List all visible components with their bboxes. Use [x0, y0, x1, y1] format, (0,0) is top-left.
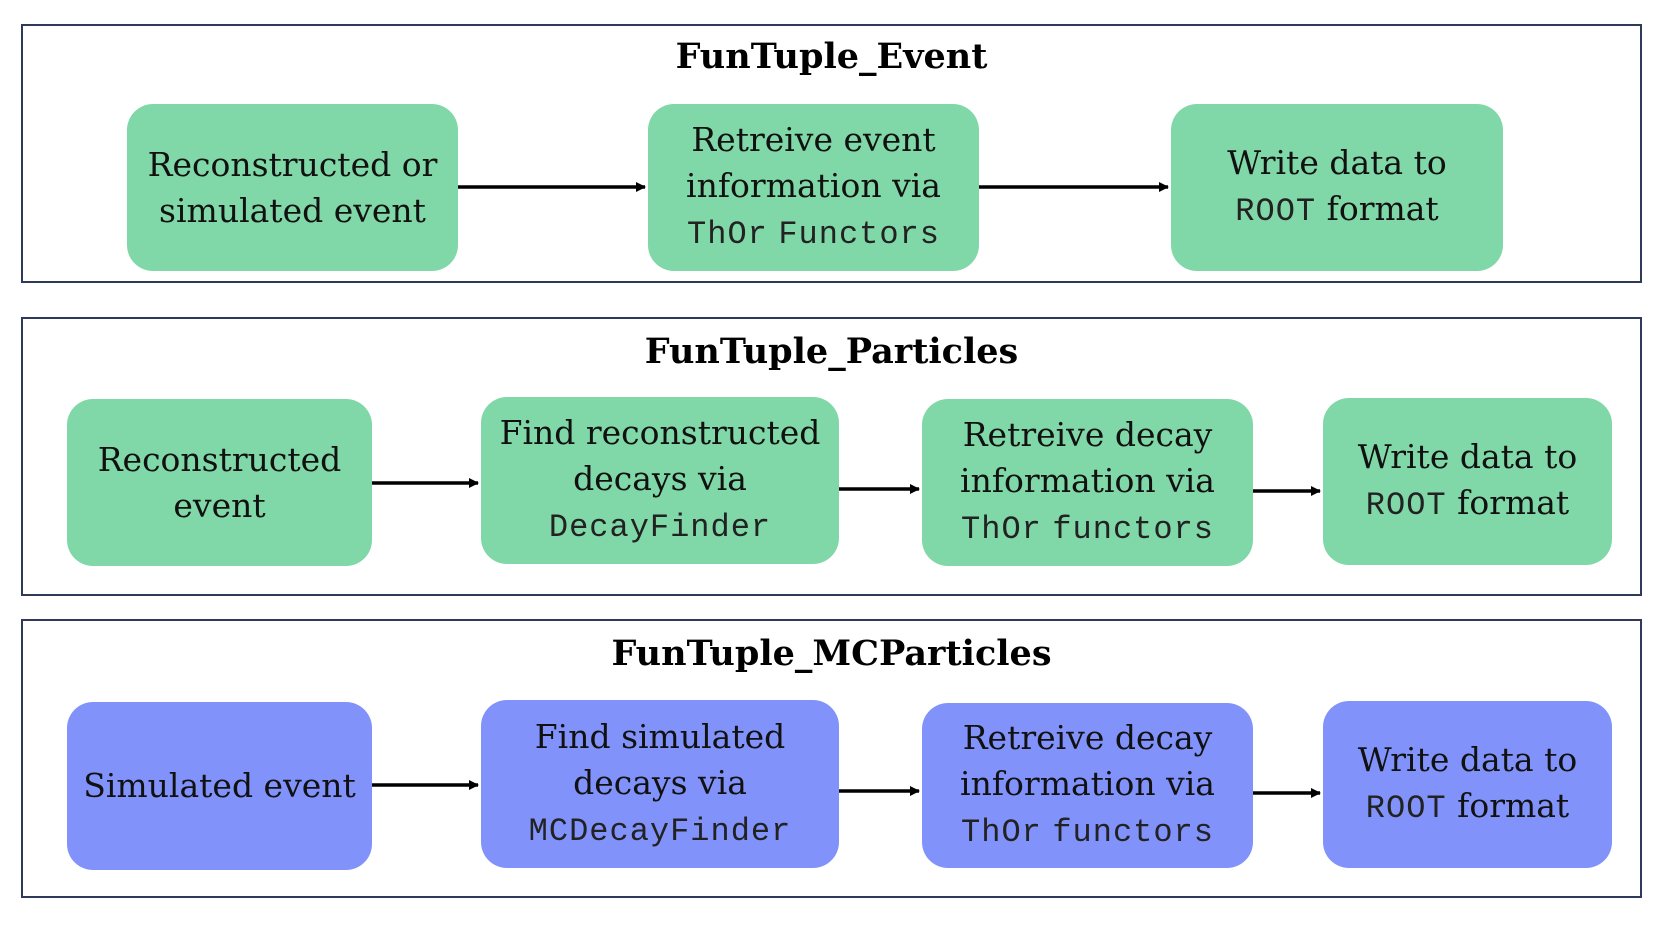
- node-text: Find simulated: [534, 716, 786, 756]
- node-text: Retreive decay: [962, 718, 1213, 757]
- node-text: Simulated event: [83, 766, 356, 805]
- node-code: ROOT: [1365, 790, 1447, 827]
- node-code: functors: [1052, 814, 1214, 851]
- node-text: Reconstructed: [97, 439, 342, 479]
- node-text: decays via: [573, 762, 747, 802]
- node-text: Retreive event: [691, 120, 936, 159]
- node-reconstructed-or-simulated-event: Reconstructed or simulated event: [127, 104, 458, 271]
- panel-title: FunTuple_MCParticles: [611, 633, 1052, 674]
- node-code: DecayFinder: [548, 509, 772, 546]
- node-text: decays via: [573, 459, 747, 498]
- node-write-root: Write data to ROOT format: [1323, 398, 1612, 565]
- node-simulated-event: Simulated event: [67, 702, 372, 870]
- node-text: format: [1326, 189, 1439, 228]
- panel-title: FunTuple_Particles: [644, 331, 1019, 372]
- node-code: Functors: [778, 216, 940, 253]
- node-code: functors: [1052, 511, 1214, 548]
- node-code: ThOr: [687, 216, 768, 253]
- node-text: Write data to: [1357, 740, 1578, 779]
- node-retreive-decay-info: Retreive decay information via ThOr func…: [922, 399, 1253, 566]
- node-write-root: Write data to ROOT format: [1323, 701, 1612, 868]
- node-code: ROOT: [1235, 193, 1317, 230]
- node-text: format: [1457, 786, 1570, 825]
- node-find-simulated-decays: Find simulated decays via MCDecayFinder: [481, 700, 839, 868]
- node-text: event: [173, 485, 266, 525]
- node-text: Write data to: [1227, 143, 1447, 182]
- node-code: ThOr: [961, 511, 1042, 548]
- node-text: Retreive decay: [962, 415, 1213, 454]
- node-text: Write data to: [1357, 437, 1578, 476]
- node-code: ROOT: [1365, 487, 1447, 524]
- node-code: ThOr: [961, 814, 1042, 851]
- node-text: Reconstructed or: [147, 144, 438, 184]
- node-write-root: Write data to ROOT format: [1171, 104, 1503, 271]
- node-retreive-event-info: Retreive event information via ThOr Func…: [648, 104, 979, 271]
- node-reconstructed-event: Reconstructed event: [67, 399, 372, 566]
- node-text: format: [1457, 483, 1570, 522]
- node-text: information via: [686, 166, 941, 205]
- panel-title: FunTuple_Event: [675, 36, 988, 77]
- node-find-reconstructed-decays: Find reconstructed decays via DecayFinde…: [481, 397, 839, 564]
- node-retreive-decay-info: Retreive decay information via ThOr func…: [922, 703, 1253, 868]
- node-text: simulated event: [159, 190, 426, 230]
- node-text: information via: [960, 461, 1215, 500]
- node-code: MCDecayFinder: [528, 812, 792, 850]
- node-text: Find reconstructed: [499, 413, 821, 452]
- node-text: information via: [960, 764, 1215, 803]
